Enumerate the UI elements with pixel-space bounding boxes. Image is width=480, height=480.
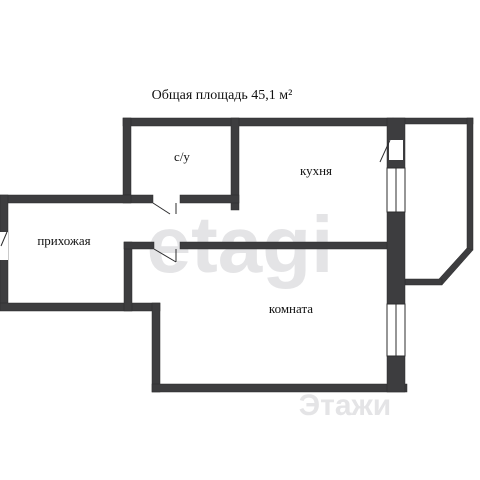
- room-label-living-room: комната: [269, 301, 313, 316]
- door-room: [153, 248, 177, 263]
- watermark-logo-icon: Этажи: [299, 389, 391, 422]
- wall-hall-bottom: [0, 302, 161, 312]
- door-entrance: [0, 231, 8, 247]
- wall-bath-right: [230, 117, 240, 211]
- wall-hall-room: [123, 241, 133, 312]
- wall-bath-bottom-right: [179, 194, 240, 204]
- wall-partition-left: [123, 241, 155, 250]
- windows: [386, 167, 406, 357]
- door-balcony: [379, 139, 391, 163]
- wall-balcony-bottom: [404, 278, 443, 286]
- door-bathroom: [152, 202, 171, 215]
- wall-room-bottom: [151, 383, 408, 393]
- watermark-lower: Этажи: [299, 389, 391, 422]
- wall-hall-top: [0, 194, 132, 204]
- window-room: [386, 303, 406, 357]
- wall-bath-left: [122, 117, 132, 202]
- room-label-bathroom: с/у: [174, 149, 190, 164]
- wall-top: [122, 117, 394, 127]
- plan-title: Общая площадь 45,1 м²: [152, 88, 293, 103]
- wall-room-left: [151, 302, 161, 393]
- wall-balcony-diagonal: [437, 247, 474, 286]
- room-label-hallway: прихожая: [37, 233, 90, 248]
- room-label-kitchen: кухня: [300, 163, 332, 178]
- doors: [0, 139, 403, 263]
- wall-partition-main: [179, 241, 399, 250]
- window-kitchen: [386, 167, 406, 213]
- wall-balcony-right: [466, 117, 474, 251]
